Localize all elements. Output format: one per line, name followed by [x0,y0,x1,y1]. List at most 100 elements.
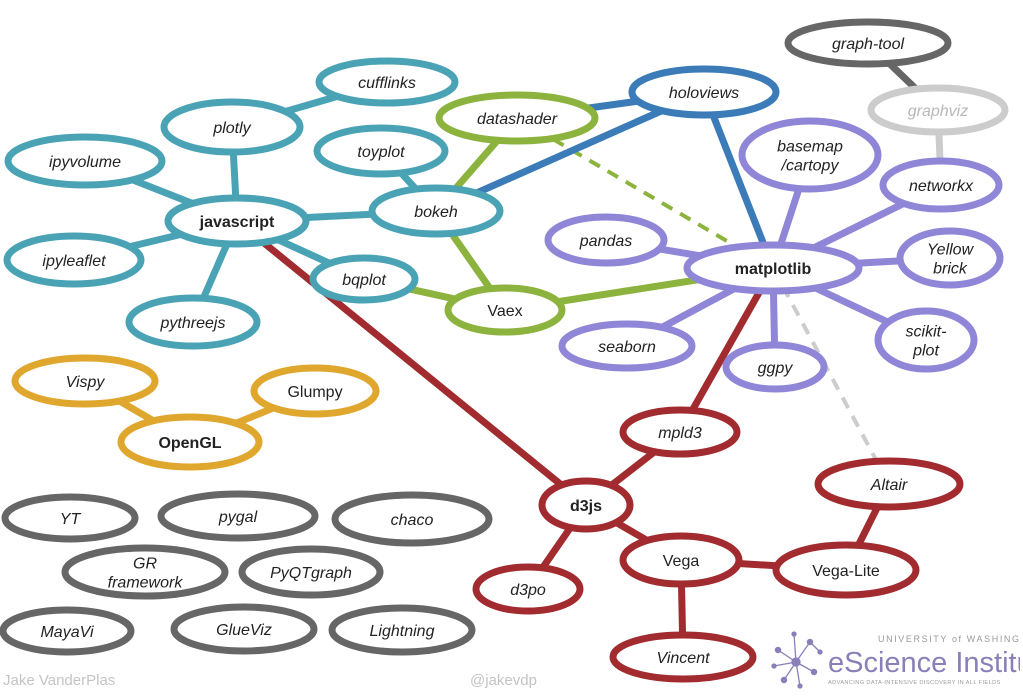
node-seaborn: seaborn [558,320,696,372]
escience-institute-logo: UNIVERSITY of WASHINGTON eScience Instit… [771,631,1020,689]
node-glumpy: Glumpy [250,364,380,418]
footer-handle: @jakevdp [470,672,537,689]
node-plotly-ellipse [160,98,304,156]
node-vaex-ellipse [444,284,566,336]
node-glueviz-ellipse [170,603,318,655]
node-yt-ellipse [1,493,139,543]
node-cufflinks-label: cufflinks [358,75,416,92]
node-mayavi: MayaVi [0,606,135,656]
node-glueviz-label: GlueViz [216,622,272,639]
node-opengl-ellipse [117,413,263,471]
node-mayavi-ellipse [0,606,135,656]
network-burst-icon [771,631,823,689]
node-seaborn-ellipse [558,320,696,372]
node-pyqtgraph-label: PyQTgraph [270,565,352,582]
node-mpld3-label: mpld3 [658,425,702,442]
node-ggpy: ggpy [722,341,828,393]
node-plotly: plotly [160,98,304,156]
node-pygal-label: pygal [218,509,258,526]
node-yt-label: YT [60,511,82,528]
node-basemap-ellipse [738,117,882,193]
node-cufflinks: cufflinks [315,57,459,107]
node-altair: Altair [814,457,964,511]
node-glumpy-label: Glumpy [287,384,342,401]
node-datashader-ellipse [435,91,599,145]
node-basemap: basemap/cartopy [738,117,882,193]
node-ipyvolume-label: ipyvolume [49,154,121,171]
node-bqplot-label: bqplot [342,272,386,289]
node-ipyvolume: ipyvolume [4,133,166,189]
node-bqplot-ellipse [309,254,419,304]
node-javascript: javascript [164,194,310,248]
node-pygal-ellipse [157,490,319,542]
node-matplotlib: matplotlib [683,241,863,295]
node-pythreejs-label: pythreejs [160,315,226,332]
edge-holoviews-matplotlib [700,90,777,270]
node-vincent-label: Vincent [656,650,710,667]
node-bokeh: bokeh [368,184,504,238]
node-vegalite: Vega-Lite [772,541,920,599]
node-vegalite-label: Vega-Lite [812,563,880,580]
node-d3js-ellipse [538,477,634,533]
node-graphtool: graph-tool [784,18,952,68]
node-ggpy-ellipse [722,341,828,393]
node-ipyleaflet-ellipse [3,232,145,288]
node-vega-label: Vega [663,553,700,570]
node-plotly-label: plotly [212,120,251,137]
node-vispy-ellipse [11,354,159,408]
node-datashader-label: datashader [477,111,558,128]
node-matplotlib-ellipse [683,241,863,295]
node-networkx-ellipse [879,157,1003,213]
node-pyqtgraph-ellipse [238,545,384,599]
node-yt: YT [1,493,139,543]
node-bokeh-label: bokeh [414,204,458,221]
node-holoviews-label: holoviews [669,85,739,102]
edge-javascript-d3js [234,218,589,508]
node-glumpy-ellipse [250,364,380,418]
node-lightning-label: Lightning [370,623,435,640]
footer-author: Jake VanderPlas [3,672,116,689]
node-pythreejs: pythreejs [125,294,261,350]
node-vispy: Vispy [11,354,159,408]
node-mpld3: mpld3 [619,406,741,458]
node-basemap-label: basemap/cartopy [777,139,843,175]
node-scikitplot-ellipse [874,307,978,373]
node-toyplot: toyplot [313,124,449,178]
node-vaex: Vaex [444,284,566,336]
edge-datashader-matplotlib [515,116,775,270]
node-matplotlib-label: matplotlib [735,261,812,278]
node-bokeh-ellipse [368,184,504,238]
node-glueviz: GlueViz [170,603,318,655]
node-altair-label: Altair [870,477,908,494]
node-graphviz-ellipse [867,84,1009,136]
node-datashader: datashader [435,91,599,145]
node-ipyleaflet-label: ipyleaflet [42,253,106,270]
node-altair-ellipse [814,457,964,511]
logo-name-text: eScience Institute [828,647,1020,679]
node-d3js-label: d3js [570,498,602,515]
node-graphviz: graphviz [867,84,1009,136]
node-cufflinks-ellipse [315,57,459,107]
node-pygal: pygal [157,490,319,542]
node-vispy-label: Vispy [66,374,106,391]
node-pythreejs-ellipse [125,294,261,350]
node-javascript-ellipse [164,194,310,248]
node-bqplot: bqplot [309,254,419,304]
node-networkx-label: networkx [909,178,974,195]
node-lightning: Lightning [328,604,476,656]
node-ggpy-label: ggpy [758,360,794,377]
node-graphtool-label: graph-tool [832,36,904,53]
node-graphtool-ellipse [784,18,952,68]
node-ipyleaflet: ipyleaflet [3,232,145,288]
logo-tagline-text: ADVANCING DATA-INTENSIVE DISCOVERY IN AL… [828,680,1001,686]
node-pyqtgraph: PyQTgraph [238,545,384,599]
node-vaex-label: Vaex [487,303,522,320]
node-chaco-ellipse [331,491,493,547]
node-holoviews-ellipse [628,65,780,119]
nodes-layer: cufflinks plotly ipyvolume toyplotjavascrip… [0,18,1009,683]
node-vincent: Vincent [609,631,757,683]
node-vega-ellipse [619,532,743,588]
